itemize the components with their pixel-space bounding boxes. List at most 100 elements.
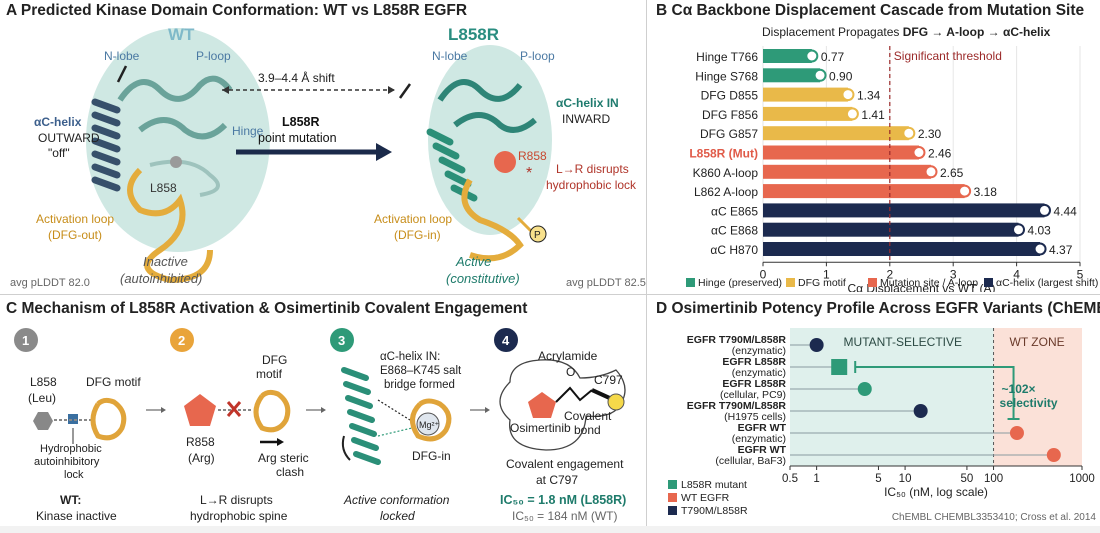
step-1-motif: DFG motif — [86, 375, 141, 389]
chart-b-category-label: αC E865 — [711, 204, 758, 218]
chart-b-bar-endpoint — [841, 88, 855, 102]
zone-wt-label: WT ZONE — [1010, 335, 1065, 349]
chart-d-category-sublabel: (cellular, BaF3) — [715, 455, 786, 467]
mutant-selective-zone — [790, 328, 994, 466]
step-4-cap-1: Covalent engagement — [506, 457, 624, 471]
step-3-cap-1: Active conformation — [343, 493, 450, 507]
step-1-lock-1: Hydrophobic — [40, 443, 102, 455]
step-2-cap-1: L→R disrupts — [200, 493, 273, 507]
step-2-cap-2: hydrophobic spine — [190, 509, 288, 523]
mut-phospho-label: P — [534, 230, 541, 241]
chart-d-point — [1046, 448, 1061, 462]
mut-helix-arrow — [398, 83, 412, 99]
mut-nlobe-strands — [437, 79, 537, 133]
step-1-lock-3: lock — [64, 469, 84, 481]
chart-b-bar — [763, 68, 821, 83]
step-1-number: 1 — [22, 333, 29, 348]
wt-loop-label-2: (DFG-out) — [48, 228, 102, 242]
step-4-o: O — [566, 365, 575, 379]
figure-caption-strip — [0, 526, 1100, 533]
chart-b-bar — [763, 164, 932, 179]
chart-d-legend-swatch — [668, 493, 677, 502]
step-4-badge — [494, 328, 518, 352]
panel-c-title: C Mechanism of L858R Activation & Osimer… — [6, 300, 528, 317]
zone-mutant-label: MUTANT-SELECTIVE — [844, 335, 962, 349]
step-1-hexagon — [33, 412, 53, 430]
chart-b-legend-label: Mutation site / A-loop — [880, 277, 978, 289]
chart-d-x-label: IC₅₀ (nM, log scale) — [884, 485, 988, 499]
chart-d-category-sublabel: (enzymatic) — [732, 367, 786, 379]
chart-b-category-label: L862 A-loop — [694, 185, 758, 199]
wt-state-1: Inactive — [143, 254, 188, 269]
chart-b-value-label: 2.65 — [940, 166, 964, 180]
chart-b-threshold-label: Significant threshold — [894, 49, 1002, 63]
chart-b-value-label: 2.30 — [918, 127, 942, 141]
chart-b-bar — [763, 222, 1019, 237]
chart-d-category-sublabel: (cellular, PC9) — [720, 389, 786, 401]
chart-d-category-label: EGFR WT — [738, 444, 787, 456]
mutation-arrow-label-1: L858R — [282, 115, 320, 129]
mut-activation-loop — [461, 178, 524, 262]
panel-separator-vertical — [646, 0, 647, 526]
step-1-res-1: L858 — [30, 375, 57, 389]
step-3-dfg: DFG-in — [412, 449, 451, 463]
mut-r858-label: R858 — [518, 149, 547, 163]
chart-d-point — [1009, 426, 1024, 440]
wt-helix-label-3: "off" — [48, 146, 70, 160]
chart-b-tick-label: 0 — [760, 267, 767, 281]
chart-b-bar — [763, 126, 909, 141]
step-2-number: 2 — [178, 333, 185, 348]
chart-b-category-label: DFG F856 — [702, 108, 758, 122]
step-1-lock-2: autoinhibitory — [34, 456, 100, 468]
chart-b-value-label: 4.37 — [1049, 243, 1073, 257]
step-2-res-2: (Arg) — [188, 451, 215, 465]
chart-d-tick-label: 0.5 — [782, 473, 798, 485]
chart-b-category-label: K860 A-loop — [693, 166, 759, 180]
step-4-osi: Osimertinib — [510, 421, 571, 435]
chart-b-bar — [763, 87, 848, 102]
chart-b-legend-label: αC-helix (largest shift) — [996, 277, 1098, 289]
wt-hinge-label: Hinge — [232, 124, 264, 138]
chart-b-subtitle: Displacement Propagates DFG → A-loop → α… — [762, 25, 1051, 39]
step-2-motif-1: DFG — [262, 353, 287, 367]
chart-d-category-label: EGFR WT — [738, 422, 787, 434]
step-1-cap-1: WT: — [60, 493, 81, 507]
chart-b-tick-label: 5 — [1077, 267, 1084, 281]
mut-note-1: L→R disrupts — [556, 162, 629, 176]
chart-b-bar-endpoint — [902, 126, 916, 140]
step-1-cap-2: Kinase inactive — [36, 509, 117, 523]
chart-b-value-label: 1.34 — [857, 89, 881, 103]
chart-b-tick-label: 2 — [886, 267, 893, 281]
chart-b-category-label: L858R (Mut) — [689, 147, 758, 161]
chart-d-legend-label: T790M/L858R — [681, 505, 748, 517]
wt-l858-label: L858 — [150, 181, 177, 195]
step-2-res-1: R858 — [186, 435, 215, 449]
mut-star: * — [526, 165, 532, 182]
chart-d-category-sublabel: (enzymatic) — [732, 433, 786, 445]
chart-b-value-label: 2.46 — [928, 147, 952, 161]
cys797-marker — [607, 393, 625, 411]
step-3-cap-2: locked — [380, 509, 415, 523]
chart-b-value-label: 0.90 — [829, 69, 853, 83]
step-4-ic50-mutant: IC₅₀ = 1.8 nM (L858R) — [500, 493, 626, 507]
chart-b-bar — [763, 145, 919, 160]
chart-b-bar — [763, 49, 812, 63]
chart-d-tick-label: 1000 — [1069, 473, 1095, 485]
step-3-rotation-arrow — [341, 435, 351, 461]
selectivity-label-1: ~102× — [1002, 382, 1036, 396]
chart-b-bar — [763, 203, 1045, 218]
panel-a-title: A Predicted Kinase Domain Conformation: … — [6, 2, 468, 19]
wt-helix-label-2: OUTWARD — [38, 131, 100, 145]
panel-b-chart: Displacement Propagates DFG → A-loop → α… — [686, 25, 1098, 292]
wt-activation-loop — [127, 167, 213, 284]
step-2-pentagon — [184, 394, 216, 426]
chart-d-point — [913, 404, 928, 418]
chart-d-category-sublabel: (H1975 cells) — [724, 411, 786, 423]
step-3-number: 3 — [338, 333, 345, 348]
mut-loop-label-2: (DFG-in) — [394, 228, 441, 242]
chart-d-legend-swatch — [668, 506, 677, 515]
mut-loop-label-1: Activation loop — [374, 212, 452, 226]
step-4-number: 4 — [502, 333, 510, 348]
step-2-clash-2: clash — [276, 465, 304, 479]
